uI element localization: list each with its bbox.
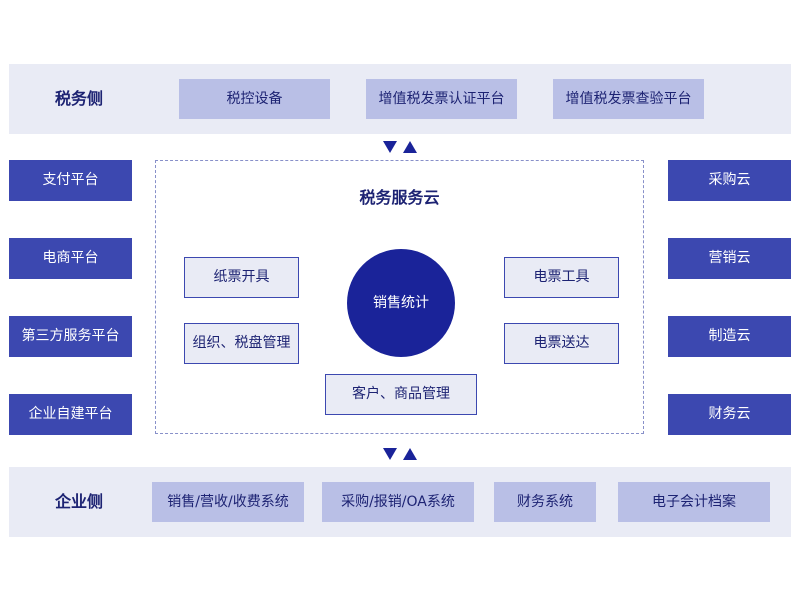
bidirectional-arrow-top [383, 141, 417, 153]
vat-invoice-auth-platform: 增值税发票认证平台 [366, 79, 517, 119]
third-party-service-platform: 第三方服务平台 [9, 316, 132, 357]
tax-control-device: 税控设备 [179, 79, 330, 119]
sales-statistics-circle: 销售统计 [347, 249, 455, 357]
up-arrow-icon [403, 448, 417, 460]
finance-cloud: 财务云 [668, 394, 791, 435]
tax-side-band: 税务侧 税控设备 增值税发票认证平台 增值税发票查验平台 [9, 64, 791, 134]
marketing-cloud: 营销云 [668, 238, 791, 279]
payment-platform: 支付平台 [9, 160, 132, 201]
enterprise-side-title: 企业侧 [54, 492, 103, 511]
sales-revenue-billing-system: 销售/营收/收费系统 [152, 482, 304, 522]
procurement-cloud: 采购云 [668, 160, 791, 201]
vat-invoice-check-platform: 增值税发票查验平台 [553, 79, 704, 119]
finance-system: 财务系统 [494, 482, 596, 522]
tax-service-cloud-title: 税务服务云 [359, 188, 440, 207]
tax-side-title: 税务侧 [54, 89, 103, 108]
enterprise-self-built-platform: 企业自建平台 [9, 394, 132, 435]
tax-service-cloud: 税务服务云 销售统计 纸票开具 组织、税盘管理 电票工具 电票送达 客户、商品管… [155, 160, 644, 434]
electronic-accounting-archive: 电子会计档案 [618, 482, 770, 522]
down-arrow-icon [383, 141, 397, 153]
paper-invoice-issuing: 纸票开具 [184, 257, 299, 298]
up-arrow-icon [403, 141, 417, 153]
bidirectional-arrow-bottom [383, 448, 417, 460]
procurement-reimbursement-oa-system: 采购/报销/OA系统 [322, 482, 474, 522]
down-arrow-icon [383, 448, 397, 460]
org-tax-disk-management: 组织、税盘管理 [184, 323, 299, 364]
enterprise-side-band: 企业侧 销售/营收/收费系统 采购/报销/OA系统 财务系统 电子会计档案 [9, 467, 791, 537]
customer-product-management: 客户、商品管理 [325, 374, 477, 415]
e-invoice-tools: 电票工具 [504, 257, 619, 298]
ecommerce-platform: 电商平台 [9, 238, 132, 279]
e-invoice-delivery: 电票送达 [504, 323, 619, 364]
manufacturing-cloud: 制造云 [668, 316, 791, 357]
